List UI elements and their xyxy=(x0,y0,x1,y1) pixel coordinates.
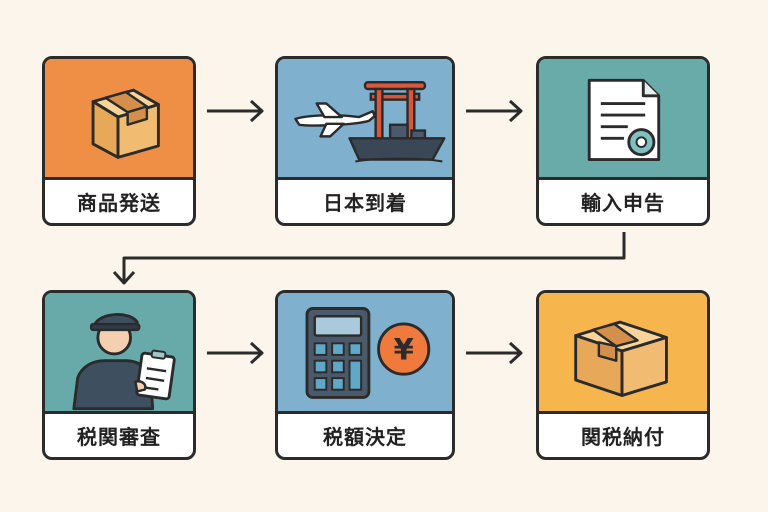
plane-torii-ship-icon xyxy=(294,81,446,163)
arrow-right-icon xyxy=(466,341,523,365)
step-label: 商品発送 xyxy=(77,191,161,215)
package-box-icon xyxy=(91,88,160,159)
step-art-payment xyxy=(539,293,707,414)
package-box-icon xyxy=(574,320,668,397)
step-card-tax-assessment: ¥ 税額決定 xyxy=(275,290,455,460)
step-card-declaration: 輸入申告 xyxy=(536,56,710,226)
step-art-shipping xyxy=(45,59,193,180)
connector-arrow-icon xyxy=(112,232,626,285)
yen-symbol: ¥ xyxy=(394,333,414,367)
arrow-right-icon xyxy=(466,99,523,123)
customs-officer-icon xyxy=(72,313,176,411)
step-card-shipping: 商品発送 xyxy=(42,56,196,226)
arrow-right-icon xyxy=(207,99,264,123)
arrow-right-icon xyxy=(207,341,264,365)
step-label: 税関審査 xyxy=(77,425,161,449)
step-art-tax-assessment: ¥ xyxy=(278,293,452,414)
step-art-inspection xyxy=(45,293,193,414)
step-label: 日本到着 xyxy=(323,191,407,215)
step-art-arrival xyxy=(278,59,452,180)
calculator-yen-icon: ¥ xyxy=(305,307,431,399)
step-card-arrival: 日本到着 xyxy=(275,56,455,226)
step-card-payment: 関税納付 xyxy=(536,290,710,460)
step-art-declaration xyxy=(539,59,707,180)
step-card-inspection: 税関審査 xyxy=(42,290,196,460)
step-label: 輸入申告 xyxy=(581,191,665,215)
step-label: 税額決定 xyxy=(323,425,407,449)
document-seal-icon xyxy=(587,78,661,161)
step-label: 関税納付 xyxy=(581,425,665,449)
